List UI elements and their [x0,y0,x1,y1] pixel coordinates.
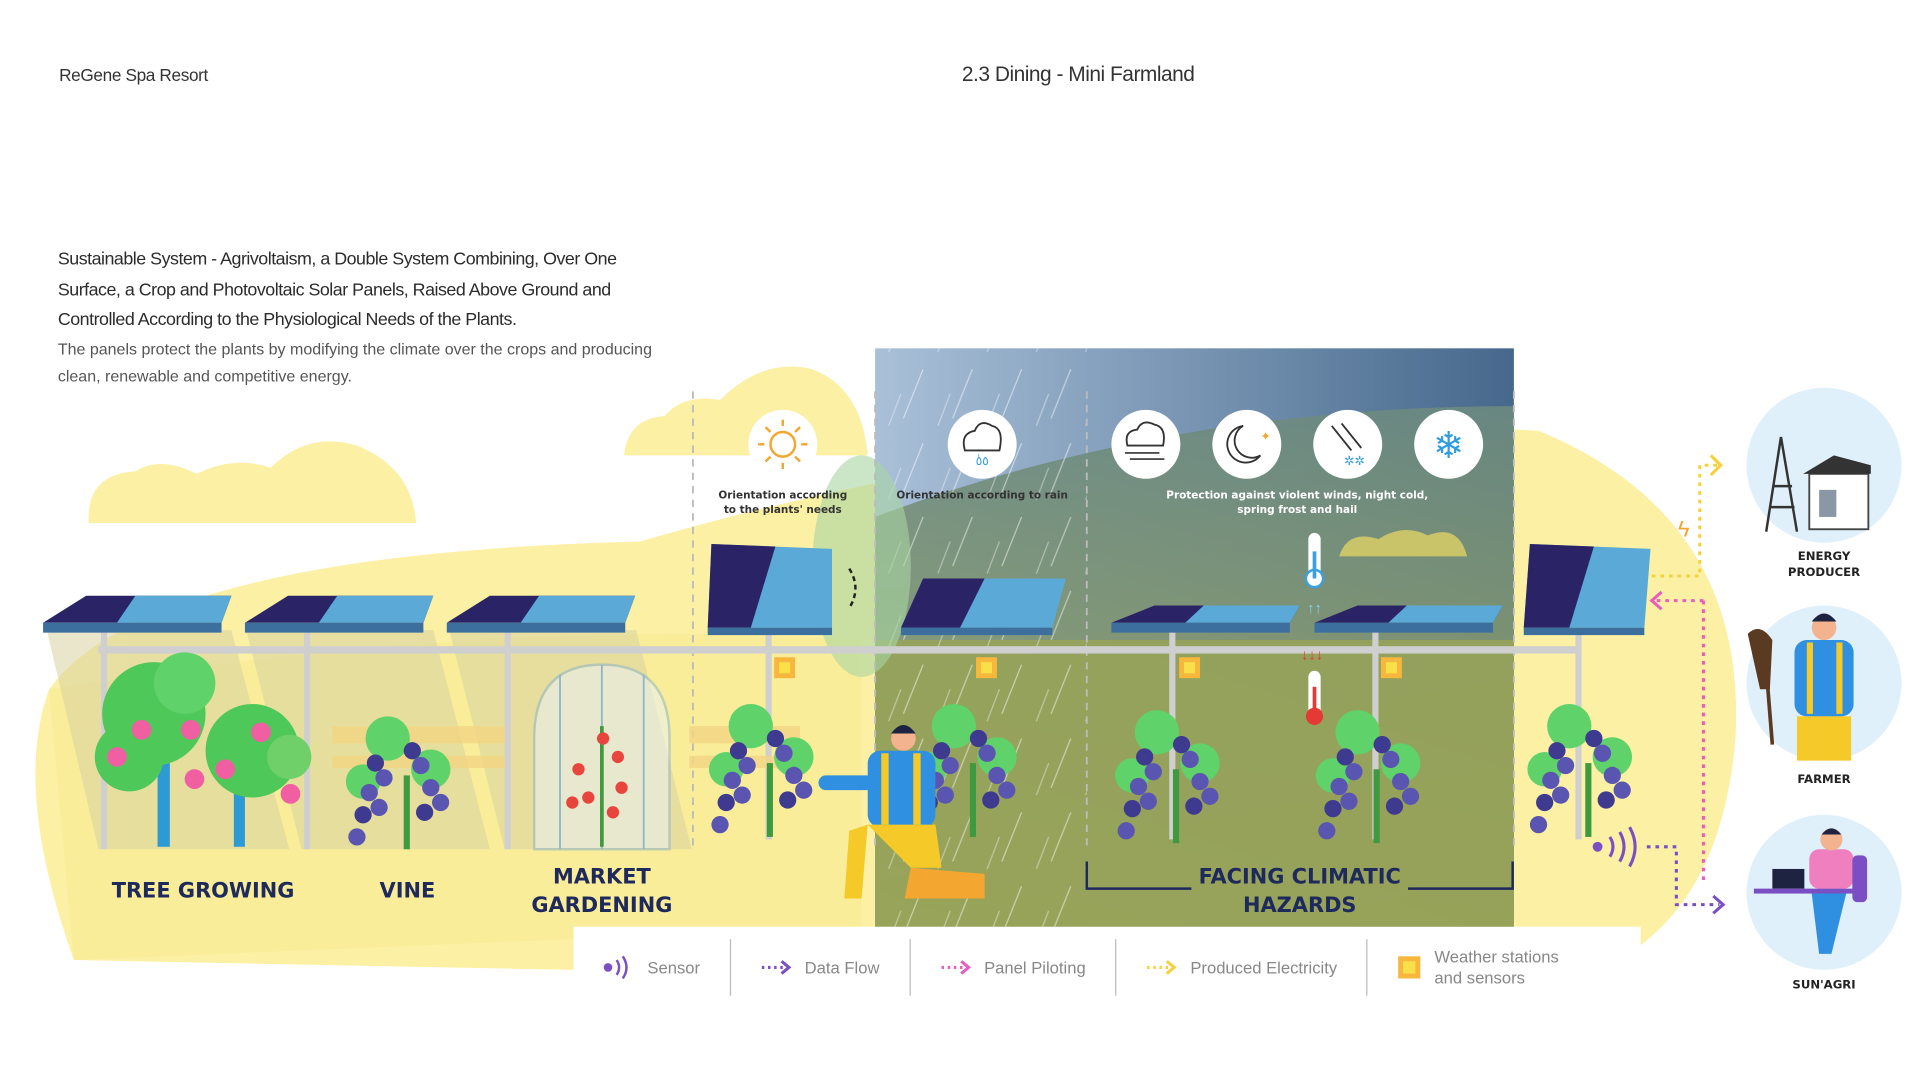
legend-label: Produced Electricity [1190,958,1338,977]
zone-label-tree-growing: TREE GROWING [112,878,295,902]
legend-label: Panel Piloting [984,958,1086,977]
legend-label-2: and sensors [1434,968,1525,988]
sunagri-label: SUN'AGRI [1792,977,1855,991]
svg-text:✦: ✦ [1260,430,1270,444]
weather-station-icon [1398,956,1421,979]
frost-snowflake-icon: ❄ [1414,409,1484,479]
lightning-icon: ϟ [1678,517,1690,542]
zone-label-facing-climatic: FACING CLIMATIC [1199,865,1401,889]
energy-producer-label: ENERGY [1798,549,1851,563]
solar-panel-tilted [707,544,833,636]
arrows-up-icon: ↑↑ [1307,601,1322,617]
intro-description: The panels protect the plants by modifyi… [57,339,652,385]
legend-item-panel-piloting: Panel Piloting [910,939,1117,996]
panel-piloting-line [1655,599,1705,882]
legend-item-produced-electricity: Produced Electricity [1116,939,1368,996]
solar-panel [446,595,636,633]
zone-label-gardening: GARDENING [531,893,672,917]
night-cold-icon: ✦ [1212,409,1282,479]
sensor-icon [603,955,628,980]
solar-panel [244,595,434,633]
rain-cloud-icon: ٰ٥٥ [947,409,1017,479]
sensor-icon [1592,826,1637,868]
vines [345,704,1633,850]
greenhouse [532,663,671,851]
svg-text:✲✲: ✲✲ [1344,454,1365,468]
legend-label: Sensor [647,958,701,977]
grape-vine [1315,710,1421,844]
arrows-down-icon: ↓↓↓ [1301,648,1323,664]
energy-producer-label-2: PRODUCER [1788,565,1860,579]
svg-text:❄: ❄ [1433,425,1464,466]
zone-label-vine: VINE [380,878,436,902]
solar-panels [43,544,1651,636]
caption-sun-2: to the plants' needs [724,504,842,516]
brand-name: ReGene Spa Resort [59,65,208,85]
legend-item-sensor: Sensor [574,939,731,996]
solar-panel [1111,605,1300,633]
zone-label-market: MARKET [553,865,652,889]
farmer-kneeling [818,724,985,899]
solar-panel [1314,605,1503,633]
thermometer-hot-icon [1305,670,1324,725]
energy-producer-icon [1746,387,1902,543]
thermometer-cold-icon [1304,532,1325,589]
farmer-label: FARMER [1797,772,1850,786]
fruit-trees [94,652,312,847]
rotate-arrow-icon [848,567,857,609]
solar-panel-tilted [1523,544,1651,636]
caption-rain: Orientation according to rain [896,489,1068,501]
produced-electricity-arrow-icon [1147,960,1177,975]
caption-sun: Orientation according [718,489,847,501]
electricity-flow-line [1651,463,1717,578]
zone-label-hazards: HAZARDS [1243,893,1357,917]
svg-text:ٰ٥٥: ٰ٥٥ [976,454,989,468]
caption-hazards: Protection against violent winds, night … [1166,489,1428,501]
page-title: 2.3 Dining - Mini Farmland [961,62,1195,87]
sunagri-operator-icon [1746,814,1902,970]
data-flow-arrow-icon [761,960,792,975]
grape-vine [345,716,451,850]
panel-piloting-arrow-icon [941,960,971,975]
cloud [624,366,868,456]
hail-icon: ✲✲ [1313,409,1383,479]
legend-label: Weather stations [1434,947,1559,967]
legend: Sensor Data Flow Panel Piloting Produced… [573,926,1641,1009]
caption-hazards-2: spring frost and hail [1237,504,1357,516]
legend-label: Data Flow [804,958,880,977]
solar-panel-tilted [900,578,1066,636]
grape-vine [1527,704,1633,837]
sun-icon [748,409,818,479]
hazard-bracket [1085,861,1514,890]
grape-vine [708,704,814,837]
intro-lead: Sustainable System - Agrivoltaism, a Dou… [57,249,617,330]
support-rail [98,646,1582,654]
farmer-icon [1746,605,1902,761]
wind-cloud-icon [1111,409,1181,479]
legend-item-data-flow: Data Flow [731,939,911,996]
cloud [88,441,417,524]
grape-vine [1115,710,1220,844]
intro-text: Sustainable System - Agrivoltaism, a Dou… [58,245,661,390]
solar-panel [43,595,232,633]
